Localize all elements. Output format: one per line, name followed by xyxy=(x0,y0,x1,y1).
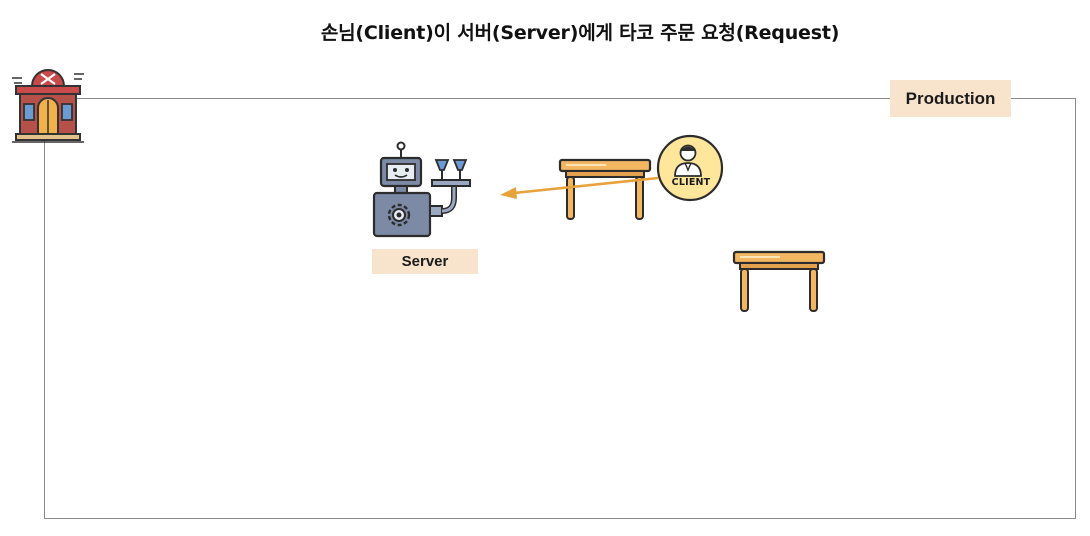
environment-label: Production xyxy=(890,80,1011,117)
robot-server-icon xyxy=(372,141,471,238)
restaurant-building-icon xyxy=(12,69,84,143)
table-icon xyxy=(732,250,826,312)
production-environment-frame xyxy=(44,98,1076,519)
client-person-badge-icon: CLIENT xyxy=(655,133,725,203)
client-badge-text: CLIENT xyxy=(671,177,711,188)
server-label: Server xyxy=(372,249,478,274)
diagram-title: 손님(Client)이 서버(Server)에게 타코 주문 요청(Reques… xyxy=(320,22,840,44)
request-arrow xyxy=(500,176,659,199)
